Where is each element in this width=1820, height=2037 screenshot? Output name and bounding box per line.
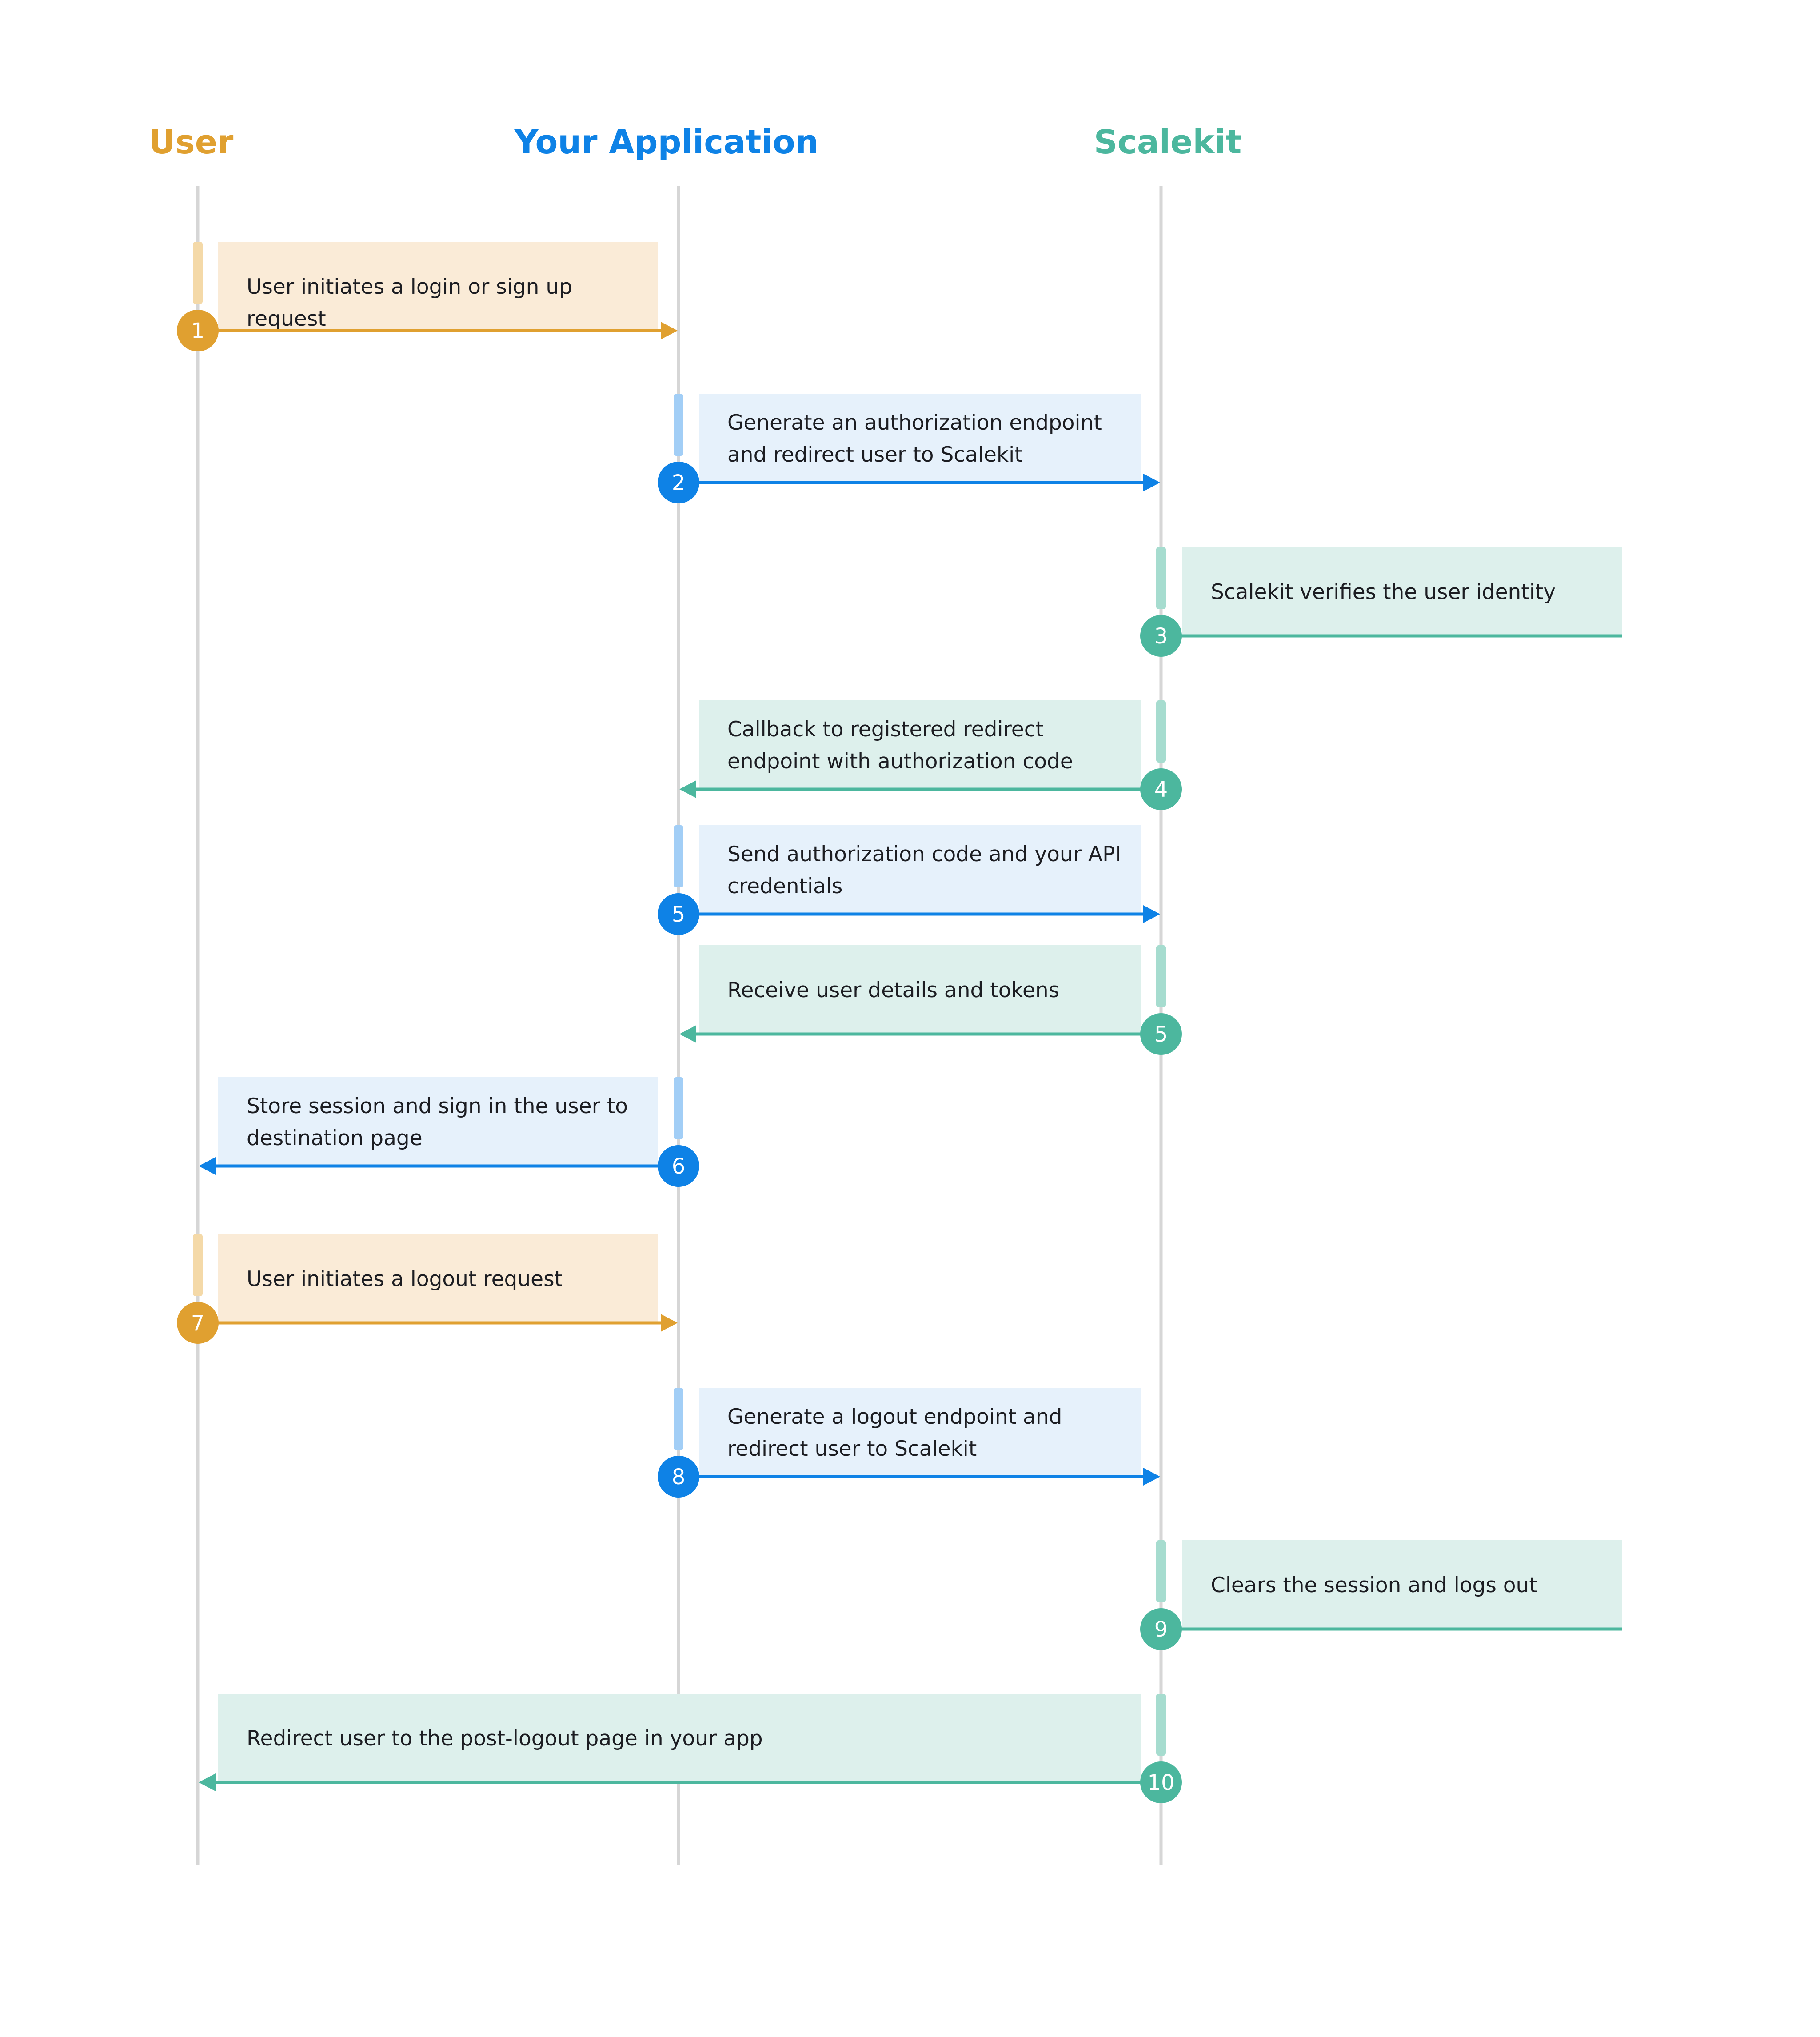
arrow-head	[1143, 905, 1160, 923]
step-text-line: User initiates a login or sign up reques…	[247, 275, 572, 331]
step-box	[1182, 1540, 1622, 1629]
step-text: Send authorization code and your API cred…	[727, 839, 1129, 903]
step-text: Scalekit verifies the user identity	[1211, 576, 1610, 608]
step-box	[699, 700, 1141, 789]
step-badge	[658, 1456, 699, 1498]
step-text: Store session and sign in the user to des…	[247, 1090, 647, 1154]
step-text-line: destination page	[247, 1126, 423, 1150]
activation-bar	[193, 242, 203, 304]
step-box	[699, 394, 1141, 483]
step-text-line: User initiates a logout request	[247, 1267, 563, 1291]
arrow-head	[1143, 1468, 1160, 1486]
step-text: Redirect user to the post-logout page in…	[247, 1723, 1129, 1755]
step-text: Callback to registered redirect endpoint …	[727, 714, 1129, 778]
step-text-line: Receive user details and tokens	[727, 978, 1060, 1003]
step-text-line: endpoint with authorization code	[727, 749, 1073, 774]
step-text-line: Clears the session and logs out	[1211, 1573, 1537, 1598]
actor-user-label: User	[148, 123, 234, 161]
step-number: 10	[1147, 1770, 1174, 1795]
step-text: User initiates a logout request	[247, 1263, 647, 1295]
step-number: 9	[1154, 1617, 1168, 1642]
step-box	[218, 242, 658, 331]
step-text-line: Store session and sign in the user to	[247, 1094, 628, 1118]
step-number: 4	[1154, 777, 1168, 802]
arrow-head	[661, 322, 678, 340]
step-badge	[658, 1145, 699, 1187]
activation-bar	[1156, 700, 1166, 763]
activation-bar	[674, 394, 683, 456]
step-text: Generate an authorization endpoint and re…	[727, 407, 1129, 471]
step-badge	[1140, 1013, 1182, 1055]
step-box	[218, 1694, 1141, 1782]
step-text-line: Scalekit verifies the user identity	[1211, 580, 1556, 604]
arrow-head	[1143, 474, 1160, 491]
step-number: 7	[191, 1311, 205, 1336]
arrow-head	[199, 1773, 216, 1791]
step-number: 5	[1154, 1022, 1168, 1047]
step-box	[699, 1388, 1141, 1477]
step-badge	[1140, 615, 1182, 657]
arrow-head	[199, 1157, 216, 1175]
step-box	[699, 825, 1141, 914]
step-box	[218, 1077, 658, 1166]
step-number: 2	[672, 471, 686, 495]
step-badge	[177, 310, 219, 351]
step-badge	[658, 893, 699, 935]
activation-bar	[674, 1388, 683, 1450]
step-box	[218, 1234, 658, 1323]
arrow-head	[679, 1025, 696, 1043]
step-text-line: Generate a logout endpoint and	[727, 1405, 1062, 1429]
step-number: 6	[672, 1154, 686, 1179]
activation-bar	[674, 1077, 683, 1139]
arrow-head	[679, 780, 696, 798]
activation-bar	[1156, 945, 1166, 1007]
step-badge	[1140, 1608, 1182, 1650]
activation-bar	[674, 825, 683, 887]
step-badge	[658, 462, 699, 503]
step-text: Receive user details and tokens	[727, 975, 1129, 1007]
step-text-line: Generate an authorization endpoint	[727, 411, 1102, 435]
step-text: User initiates a login or sign up reques…	[247, 271, 647, 335]
step-box	[1182, 547, 1622, 636]
step-text: Clears the session and logs out	[1211, 1570, 1610, 1602]
actor-app-label: Your Application	[514, 123, 819, 161]
actor-scalekit-label: Scalekit	[1094, 123, 1242, 161]
step-box	[699, 945, 1141, 1034]
step-text-line: and redirect user to Scalekit	[727, 443, 1023, 467]
step-text-line: Redirect user to the post-logout page in…	[247, 1726, 763, 1751]
activation-bar	[193, 1234, 203, 1296]
step-text-line: Send authorization code and your API	[727, 842, 1122, 867]
arrow-head	[661, 1314, 678, 1332]
activation-bar	[1156, 1540, 1166, 1602]
step-text-line: Callback to registered redirect	[727, 717, 1044, 742]
step-badge	[1140, 768, 1182, 810]
activation-bar	[1156, 547, 1166, 609]
step-badge	[177, 1302, 219, 1344]
step-number: 5	[672, 902, 686, 927]
step-number: 1	[191, 319, 205, 343]
step-text: Generate a logout endpoint and redirect u…	[727, 1401, 1129, 1465]
step-text-line: credentials	[727, 874, 843, 899]
activation-bar	[1156, 1694, 1166, 1756]
step-badge	[1140, 1761, 1182, 1803]
step-number: 3	[1154, 624, 1168, 649]
step-number: 8	[672, 1465, 686, 1490]
step-text-line: redirect user to Scalekit	[727, 1437, 977, 1461]
